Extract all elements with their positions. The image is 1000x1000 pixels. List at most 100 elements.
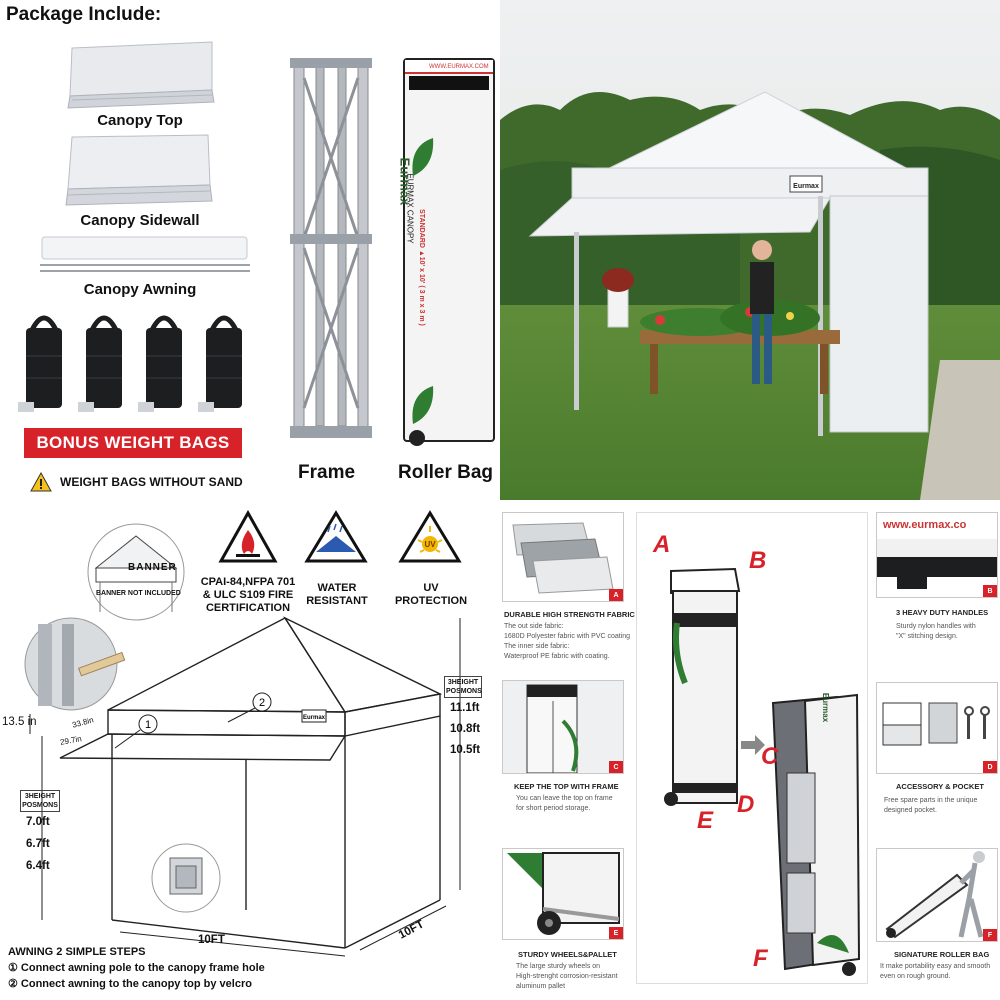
roller-bag-label: Roller Bag — [398, 462, 494, 483]
wheels-image — [507, 852, 620, 935]
cert-line-3: CERTIFICATION — [205, 602, 291, 614]
roller-bag-detail-image — [664, 567, 861, 976]
step-1-marker: 1 — [145, 719, 151, 731]
roller-desc-2: even on rough ground. — [880, 973, 951, 980]
spec-diagram: BANNER BANNER NOT INCLUDED CPAI-84,NFPA … — [0, 500, 500, 1000]
bonus-weight-bags-banner: BONUS WEIGHT BAGS — [24, 428, 242, 458]
wheels-desc: The large sturdy wheels on High-strenght… — [516, 962, 618, 992]
top-heights-label: 3HEIGHT POSMONS — [444, 676, 482, 698]
wheels-desc-3: aluminum pallet — [516, 983, 566, 990]
warning-icon — [30, 472, 52, 492]
bag-text: EURMAX CANOPY — [405, 173, 415, 244]
uv-icon: UV — [398, 510, 462, 563]
eurmax-sign — [789, 175, 823, 193]
awning-depth: 13.5 in — [2, 716, 37, 728]
wheels-desc-2: High-strenght corrosion-resistant — [516, 973, 618, 980]
warning-text: WEIGHT BAGS WITHOUT SAND — [60, 475, 243, 489]
handles-image — [877, 539, 997, 589]
roller-title: SIGNATURE ROLLER BAG — [894, 950, 990, 959]
detail-brand: Eurmax — [821, 692, 831, 723]
keep-top-card: C — [502, 680, 624, 774]
pocket-desc: Free spare parts in the unique designed … — [884, 796, 977, 816]
height-10-5: 10.5ft — [450, 744, 481, 756]
fabric-title: DURABLE HIGH STRENGTH FABRIC — [504, 610, 635, 619]
fabric-desc-2: 1680D Polyester fabric with PVC coating — [504, 633, 631, 640]
corner-b: B — [983, 585, 997, 597]
low-heights-label-1: 3HEIGHT — [24, 793, 56, 800]
keep-top-image — [526, 684, 579, 774]
wheels-card: E — [502, 848, 624, 940]
fabric-card: A — [502, 512, 624, 602]
banner-label: BANNER — [128, 562, 177, 573]
letter-b: B — [749, 547, 767, 574]
letter-f: F — [753, 945, 768, 972]
fabric-layers-image — [512, 522, 614, 594]
keep-desc: You can leave the top on frame for short… — [516, 794, 613, 814]
top-heights-label-1: 3HEIGHT — [447, 679, 479, 686]
uv-badge: UV — [424, 540, 436, 549]
features-panel: A DURABLE HIGH STRENGTH FABRIC The out s… — [500, 500, 1000, 1000]
cert-line-2: & ULC S109 FIRE — [202, 589, 294, 601]
eurmax-url: www.eurmax.co — [883, 519, 967, 531]
water-line-1: WATER — [317, 582, 357, 594]
roller-walk-image — [885, 851, 985, 939]
roller-bag-detail-panel: Eurmax A B C D E F — [636, 512, 868, 984]
fire-cert-text: CPAI-84,NFPA 701 & ULC S109 FIRE CERTIFI… — [196, 576, 300, 615]
corner-e: E — [609, 927, 623, 939]
uv-line-1: UV — [423, 582, 439, 594]
handles-card: www.eurmax.co B — [876, 512, 998, 598]
fabric-desc-3: The inner side fabric: — [504, 643, 570, 650]
fire-icon — [218, 510, 278, 563]
wheels-desc-1: The large sturdy wheels on — [516, 963, 601, 970]
step-1-text: ① Connect awning pole to the canopy fram… — [8, 962, 265, 974]
letter-d: D — [737, 791, 755, 818]
height-6-7: 6.7ft — [26, 838, 50, 850]
roller-desc: It make portability easy and smooth even… — [880, 962, 990, 982]
banner-note: BANNER NOT INCLUDED — [96, 590, 181, 597]
canopy-top-label: Canopy Top — [97, 112, 183, 129]
canopy-top-image — [67, 41, 215, 109]
step-2-marker: 2 — [259, 697, 265, 709]
keep-title: KEEP THE TOP WITH FRAME — [514, 782, 619, 791]
top-heights-label-2: POSMONS — [446, 688, 482, 695]
pocket-title: ACCESSORY & POCKET — [896, 782, 984, 791]
wheels-title: STURDY WHEELS&PALLET — [518, 950, 617, 959]
canopy-line-drawing: 1 2 Eurmax — [29, 616, 461, 957]
height-10-8: 10.8ft — [450, 723, 481, 735]
bag-url: WWW.EURMAX.COM — [429, 64, 489, 70]
fabric-desc-1: The out side fabric: — [504, 623, 564, 630]
corner-a: A — [609, 589, 623, 601]
roller-desc-1: It make portability easy and smooth — [880, 963, 991, 970]
pocket-desc-2: designed pocket. — [884, 807, 937, 814]
fabric-desc-4: Waterproof PE fabric with coating. — [504, 653, 610, 660]
canopy-brand-badge: Eurmax — [303, 715, 326, 721]
water-text: WATER RESISTANT — [292, 582, 382, 608]
height-7-0: 7.0ft — [26, 816, 50, 828]
steps-title: AWNING 2 SIMPLE STEPS — [8, 946, 146, 958]
warning-row: WEIGHT BAGS WITHOUT SAND — [30, 472, 243, 492]
banner-illustration — [87, 523, 185, 621]
height-11-1: 11.1ft — [450, 702, 480, 714]
awning-pole-detail — [24, 617, 126, 711]
width-label: 10FT — [198, 934, 225, 946]
corner-f: F — [983, 929, 997, 941]
low-heights-label: 3HEIGHT POSMONS — [20, 790, 60, 812]
water-resistant-icon — [304, 510, 368, 563]
corner-d: D — [983, 761, 997, 773]
package-title: Package Include: — [6, 4, 162, 25]
canopy-sidewall-image — [65, 134, 213, 206]
step-2-text: ② Connect awning to the canopy top by ve… — [8, 978, 252, 990]
canopy-sidewall-label: Canopy Sidewall — [80, 212, 200, 229]
roller-bag-image: WWW.EURMAX.COM Eurmax EURMAX CANOPY STAN… — [397, 58, 495, 446]
uv-line-2: PROTECTION — [394, 595, 468, 607]
cert-line-1: CPAI-84,NFPA 701 — [200, 576, 296, 588]
eurmax-sign-text: Eurmax — [793, 183, 819, 190]
pocket-desc-1: Free spare parts in the unique — [884, 797, 978, 804]
frame-label: Frame — [298, 462, 356, 483]
keep-desc-2: for short period storage. — [516, 805, 591, 812]
handles-title: 3 HEAVY DUTY HANDLES — [896, 608, 989, 617]
package-panel: Package Include: Canopy Top Canopy Sidew… — [0, 0, 500, 500]
fabric-desc: The out side fabric: 1680D Polyester fab… — [504, 622, 630, 662]
roller-card: F — [876, 848, 998, 942]
canopy-photo: Eurmax — [500, 0, 1000, 500]
